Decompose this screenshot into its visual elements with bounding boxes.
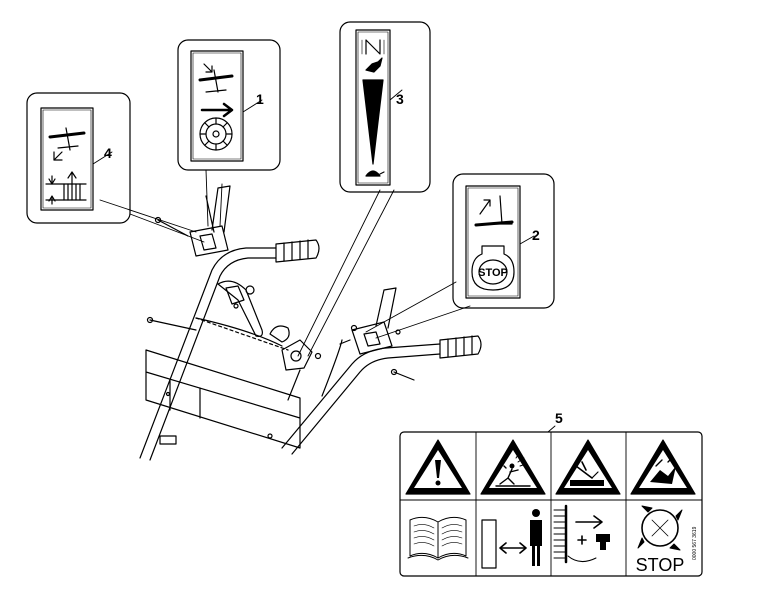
callout-label-2: 2 (532, 227, 540, 243)
decal-1-callout (177, 39, 281, 171)
right-handle-tube (281, 343, 441, 455)
speed-control-housing (269, 325, 322, 401)
no-hands-in-machine-warning-icon (555, 439, 621, 495)
decal-3-turtle-icon (365, 170, 385, 177)
decal-5-stop-text: STOP (636, 555, 685, 575)
decal-4-callout (26, 92, 131, 224)
callout-label-4: 4 (104, 145, 112, 161)
callout-label-5: 5 (555, 410, 563, 426)
left-grip (275, 239, 320, 263)
rotating-auger-warning-icon (630, 439, 696, 495)
decal-2-stop-engine-icon (471, 245, 515, 291)
decal-2-callout: STOP (452, 173, 555, 309)
decal-3-rabbit-icon (365, 57, 383, 73)
left-handle-tube (139, 247, 277, 461)
cross-panel (145, 349, 301, 449)
thrown-objects-warning-icon (480, 439, 546, 495)
decal-3-callout (339, 21, 431, 193)
right-bolt (393, 371, 415, 381)
decal-3-speed-wedge (362, 79, 384, 165)
decal-2-lever-icon (474, 195, 514, 227)
disconnect-before-service-icon (553, 504, 610, 564)
leader-lines (99, 169, 471, 357)
decal-5-safety-label: STOP 0000 567 3619 (399, 431, 703, 577)
drive-lever-assembly (350, 287, 401, 355)
decal-4-lever-icon (48, 127, 86, 161)
decal-1-lever-icon (198, 63, 234, 93)
decal-4-height-icon (45, 171, 87, 205)
callout-label-3: 3 (396, 91, 404, 107)
decal-1-auger-wheel-icon (199, 117, 233, 151)
read-manual-icon (407, 516, 469, 561)
left-bolt (149, 319, 197, 331)
decal-1-arrow-icon (200, 102, 234, 118)
auger-lever-assembly (189, 185, 231, 257)
keep-distance-icon (481, 509, 542, 569)
decal-5-part-code: 0000 567 3619 (692, 526, 698, 560)
top-left-bolt (157, 219, 189, 237)
control-cables (195, 317, 351, 397)
callout-label-1: 1 (256, 91, 264, 107)
right-grip (439, 335, 482, 359)
handle-assembly (139, 185, 482, 461)
warning-exclamation-icon (405, 439, 471, 495)
left-drive-lever (217, 280, 263, 337)
decal-3-neutral-icon (361, 39, 385, 55)
decal-2-stop-text: STOP (478, 267, 508, 279)
stop-rotating-tool-icon (637, 505, 683, 551)
